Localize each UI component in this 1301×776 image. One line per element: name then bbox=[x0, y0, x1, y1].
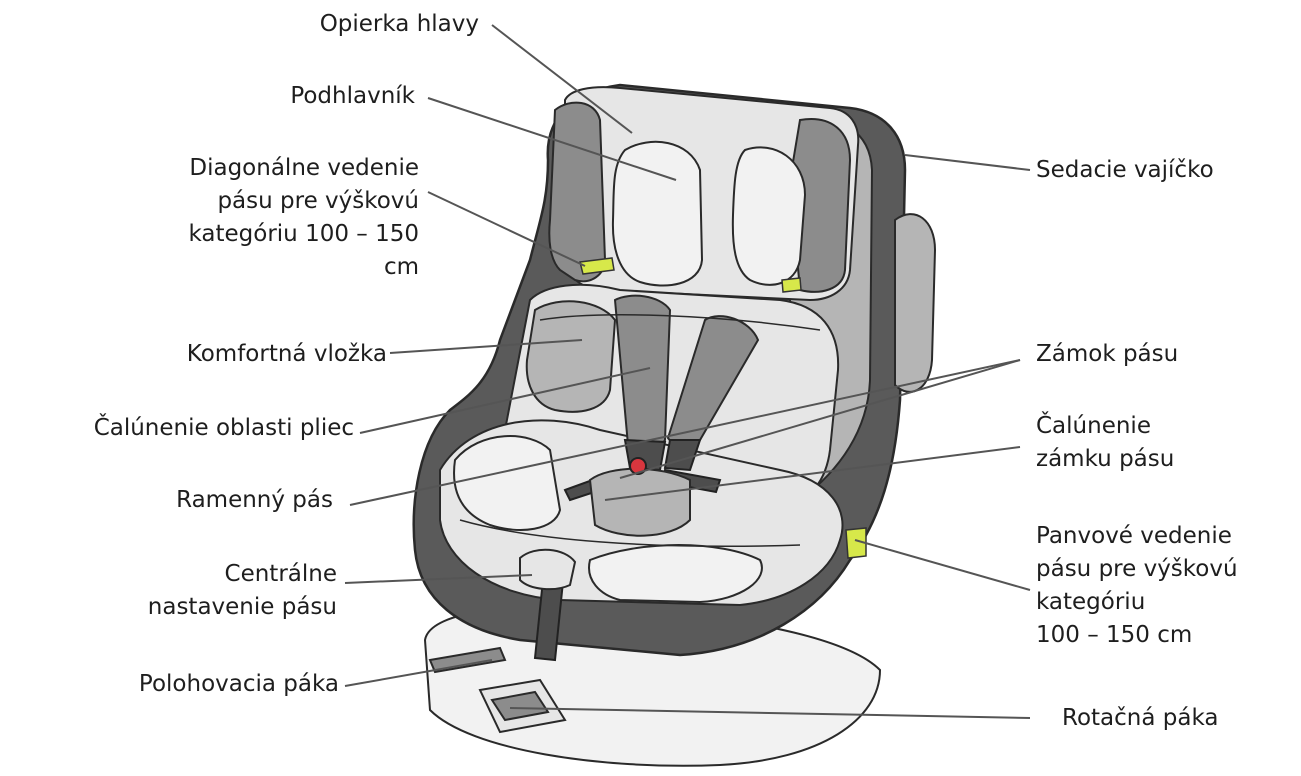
side-impact-pad bbox=[895, 214, 935, 392]
label-komfortna-vlozka: Komfortná vložka bbox=[187, 338, 387, 371]
label-diagonalne-line3: kategóriu 100 – 150 bbox=[188, 218, 419, 251]
label-sedacie-vajicko: Sedacie vajíčko bbox=[1036, 154, 1214, 187]
label-calunenie-pliec: Čalúnenie oblasti pliec bbox=[94, 412, 354, 445]
label-opierka-hlavy: Opierka hlavy bbox=[320, 8, 479, 41]
head-pillow-right bbox=[733, 147, 805, 284]
label-diagonalne-line4: cm bbox=[188, 251, 419, 284]
label-zamok-pasu: Zámok pásu bbox=[1036, 338, 1178, 371]
label-centralne-line1: Centrálne bbox=[148, 558, 337, 591]
label-ramenny-pas: Ramenný pás bbox=[176, 484, 333, 517]
label-diagonalne-vedenie: Diagonálne vedenie pásu pre výškovú kate… bbox=[188, 152, 419, 284]
label-calunenie-zamku-line2: zámku pásu bbox=[1036, 443, 1174, 476]
label-panvove-line1: Panvové vedenie bbox=[1036, 520, 1238, 553]
label-calunenie-zamku-line1: Čalúnenie bbox=[1036, 410, 1174, 443]
central-adjuster bbox=[520, 550, 575, 589]
label-centralne-line2: nastavenie pásu bbox=[148, 591, 337, 624]
headrest-wing-left bbox=[549, 103, 605, 282]
label-diagonalne-line1: Diagonálne vedenie bbox=[188, 152, 419, 185]
leader-sedacie-vajicko bbox=[905, 155, 1030, 170]
label-panvove-line3: kategóriu bbox=[1036, 586, 1238, 619]
label-panvove-line2: pásu pre výškovú bbox=[1036, 553, 1238, 586]
label-podhlavnik: Podhlavník bbox=[290, 80, 415, 113]
buckle-pad bbox=[590, 469, 690, 536]
label-calunenie-zamku: Čalúnenie zámku pásu bbox=[1036, 410, 1174, 476]
label-rotacna-paka: Rotačná páka bbox=[1062, 702, 1218, 735]
leader-panvove bbox=[855, 540, 1030, 590]
label-panvove-vedenie: Panvové vedenie pásu pre výškovú kategór… bbox=[1036, 520, 1238, 652]
label-centralne-nastavenie: Centrálne nastavenie pásu bbox=[148, 558, 337, 624]
label-panvove-line4: 100 – 150 cm bbox=[1036, 619, 1238, 652]
leg-pad-right bbox=[589, 545, 762, 602]
label-polohovacia-paka: Polohovacia páka bbox=[139, 668, 339, 701]
diagonal-belt-guide-right bbox=[782, 278, 801, 292]
comfort-insert bbox=[527, 301, 615, 412]
label-diagonalne-line2: pásu pre výškovú bbox=[188, 185, 419, 218]
